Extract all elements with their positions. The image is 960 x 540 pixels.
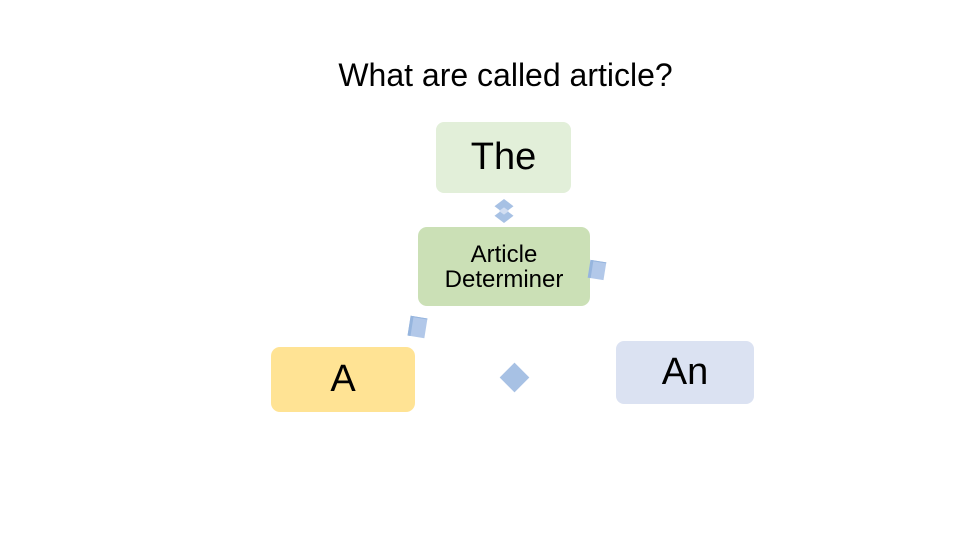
diamond-connector-icon <box>499 362 530 393</box>
slide-title: What are called article? <box>338 57 673 93</box>
tilted-square-connector-icon <box>587 259 607 281</box>
node-an-label: An <box>661 351 709 393</box>
tilted-square-connector-icon <box>407 315 428 339</box>
node-article-determiner-label: Article Determiner <box>444 240 564 293</box>
node-the-label: The <box>470 136 537 178</box>
double-diamond-connector-icon <box>494 199 514 223</box>
node-an: An <box>616 341 754 404</box>
node-the: The <box>436 122 571 193</box>
node-a: A <box>271 347 415 412</box>
node-a-label: A <box>330 358 356 400</box>
node-article-determiner: Article Determiner <box>418 227 590 306</box>
